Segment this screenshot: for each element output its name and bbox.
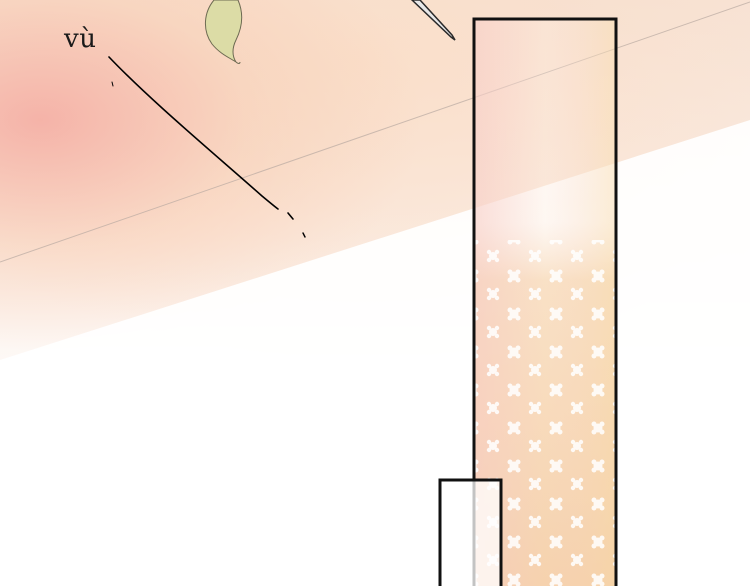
- sound-effect-text: vù: [64, 24, 97, 54]
- leaf-tip: [235, 61, 241, 64]
- motion-dash-2: [302, 232, 306, 238]
- motion-dash-1: [287, 212, 294, 220]
- leaf-shape: [205, 0, 243, 63]
- tall-strip-panel: [472, 17, 618, 586]
- motion-speck: [111, 81, 114, 87]
- small-panel-border: [438, 478, 503, 586]
- tall-strip-border: [472, 17, 618, 586]
- perspective-line: [0, 1, 750, 263]
- small-bottom-panel: [438, 478, 503, 586]
- white-floor-area: [0, 120, 750, 586]
- falling-stick: [410, 0, 456, 41]
- motion-line: [108, 56, 279, 210]
